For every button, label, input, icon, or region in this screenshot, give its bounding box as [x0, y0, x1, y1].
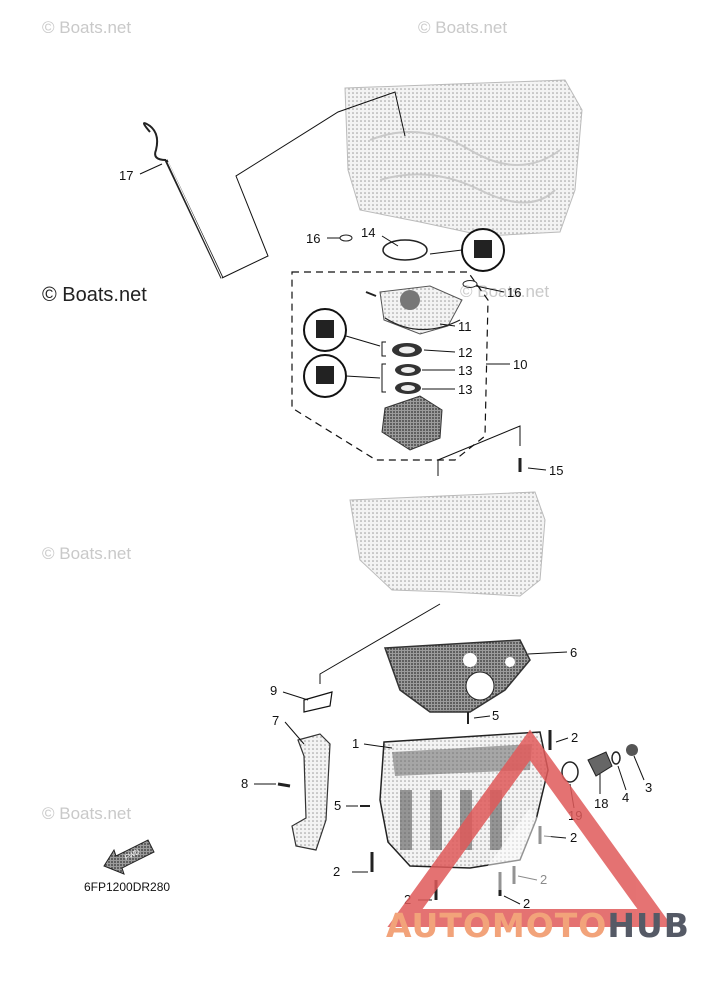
o-ring-14	[382, 239, 428, 261]
callout-2f: 2	[523, 896, 530, 911]
callout-1: 1	[352, 736, 359, 751]
brand-part-1: AUTOMOTO	[386, 906, 608, 945]
drain-plug-parts	[561, 744, 638, 783]
callout-13a: 13	[458, 363, 472, 378]
callout-3: 3	[645, 780, 652, 795]
callout-5a: 5	[492, 708, 499, 723]
bolt-8	[277, 782, 291, 788]
callout-13b: 13	[458, 382, 472, 397]
watermark-right-mid: © Boats.net	[460, 282, 550, 301]
gasket-9	[303, 691, 333, 713]
oil-pump-cover	[365, 285, 463, 335]
o-ring-16-right	[462, 280, 478, 288]
brand-logo-triangle	[387, 729, 673, 927]
o-ring-16-left	[339, 234, 353, 242]
engine-block-upper	[344, 79, 583, 237]
callout-5b: 5	[334, 798, 341, 813]
callout-14: 14	[361, 225, 375, 240]
callout-15: 15	[549, 463, 563, 478]
callout-9: 9	[270, 683, 277, 698]
lube-symbol-mid	[303, 308, 347, 352]
oil-strainer-7	[291, 733, 331, 851]
brand-wordmark: AUTOMOTOHUB	[386, 906, 690, 945]
brand-part-2: HUB	[607, 906, 690, 945]
callout-10: 10	[513, 357, 527, 372]
watermark-left-mid: © Boats.net	[42, 284, 147, 306]
callout-18: 18	[594, 796, 608, 811]
callout-6: 6	[570, 645, 577, 660]
gasket-11	[384, 317, 461, 331]
callout-4: 4	[622, 790, 629, 805]
callout-17: 17	[119, 168, 133, 183]
callout-2a: 2	[571, 730, 578, 745]
lube-symbol-top	[461, 228, 505, 272]
callout-12: 12	[458, 345, 472, 360]
callout-7: 7	[272, 713, 279, 728]
diagram-code: 6FP1200DR280	[84, 880, 171, 894]
engine-block-middle	[349, 491, 546, 597]
watermark-left-low: © Boats.net	[42, 544, 132, 563]
callout-8: 8	[241, 776, 248, 791]
watermark-top-right: © Boats.net	[418, 18, 508, 37]
oil-pump-body	[381, 395, 443, 451]
callout-2c: 2	[333, 864, 340, 879]
watermark-bottom-left: © Boats.net	[42, 804, 132, 823]
lube-symbol-low	[303, 354, 347, 398]
callout-2b: 2	[570, 830, 577, 845]
callout-16a: 16	[306, 231, 320, 246]
gasket-6	[383, 639, 531, 713]
oil-pump-assembly-outline	[291, 271, 489, 461]
callout-11: 11	[458, 319, 472, 334]
front-direction-arrow: FWD	[103, 839, 155, 875]
callout-16b: 16	[507, 285, 521, 300]
dipstick	[143, 122, 224, 279]
watermark-top-left: © Boats.net	[42, 18, 132, 37]
